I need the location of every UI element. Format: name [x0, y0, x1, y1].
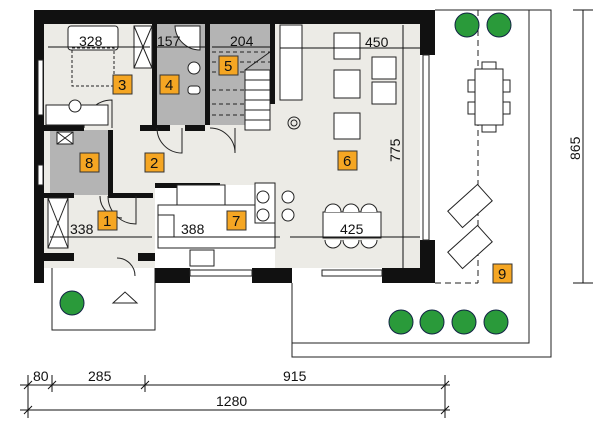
windows [37, 54, 430, 277]
walls [34, 10, 435, 283]
tree-icon [388, 309, 414, 335]
dimension-label: 204 [230, 33, 254, 49]
terrace-outline [291, 9, 552, 358]
tree-icon [486, 12, 512, 38]
furniture [45, 24, 511, 270]
tree-icon [451, 309, 477, 335]
dimension-label: 388 [181, 221, 205, 237]
room-label-2: 2 [150, 155, 158, 172]
room-label-8: 8 [85, 155, 93, 172]
room-label-7: 7 [232, 213, 240, 230]
dimension-label: 157 [157, 33, 181, 49]
dimension-label: 865 [567, 136, 583, 160]
tree-icon [59, 290, 85, 316]
tree-icon [454, 12, 480, 38]
dimension-label: 425 [340, 221, 364, 237]
dimension-lines [20, 9, 593, 418]
room-label-9: 9 [498, 266, 506, 283]
room-label-1: 1 [103, 213, 111, 230]
dimension-label: 1280 [216, 393, 247, 409]
room-label-4: 4 [165, 77, 173, 94]
dimension-label: 80 [33, 368, 49, 384]
dimension-label: 285 [88, 368, 112, 384]
tree-icon [419, 309, 445, 335]
dimension-label: 775 [387, 138, 403, 162]
dimension-label: 328 [79, 33, 103, 49]
room-label-6: 6 [343, 153, 351, 170]
tree-icon [483, 309, 509, 335]
dimension-label: 915 [283, 368, 307, 384]
staircase [212, 51, 301, 131]
trees [59, 12, 512, 335]
dimension-label: 338 [70, 221, 94, 237]
room-label-5: 5 [224, 58, 232, 75]
dimension-label: 450 [365, 34, 389, 50]
room-labels: 1 2 3 4 5 6 7 8 9 [79, 55, 513, 284]
room-label-3: 3 [118, 77, 126, 94]
